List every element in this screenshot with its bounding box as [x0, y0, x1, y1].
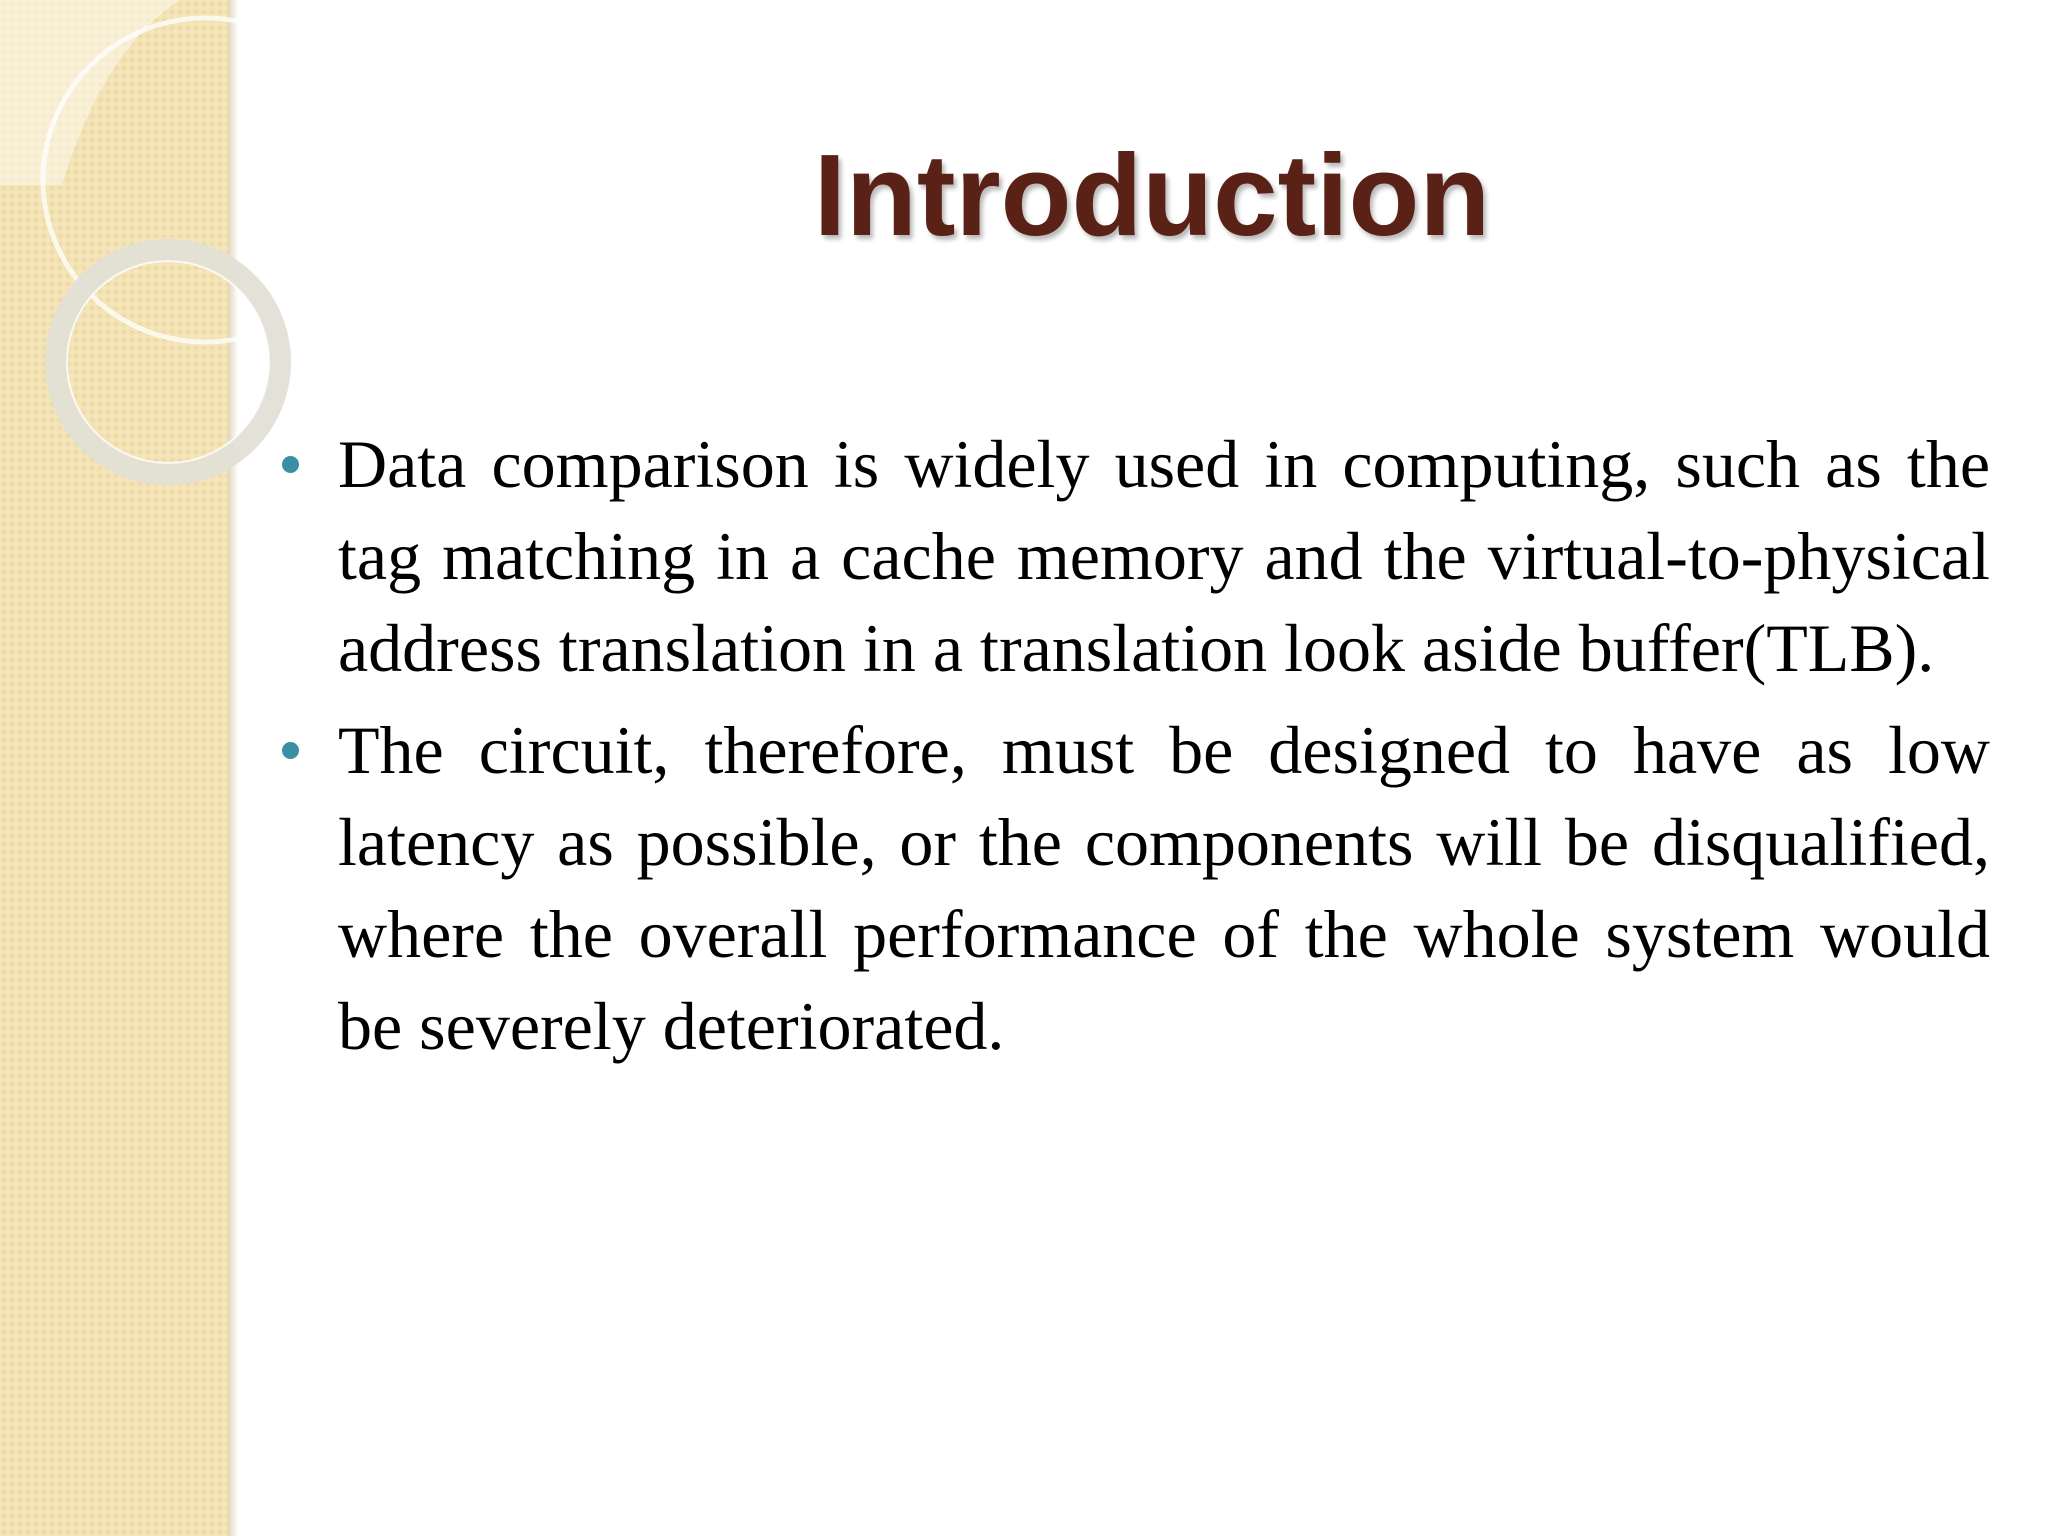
bullet-dot-icon: [282, 742, 299, 759]
decorative-panel: [0, 0, 180, 185]
bullet-text: The circuit, therefore, must be designed…: [338, 712, 1990, 1064]
bullet-dot-icon: [282, 456, 299, 473]
decorative-rings: [0, 0, 300, 485]
bullet-list: Data comparison is widely used in comput…: [282, 418, 1990, 1082]
bullet-text: Data comparison is widely used in comput…: [338, 426, 1990, 686]
bullet-item: Data comparison is widely used in comput…: [282, 418, 1990, 694]
decorative-small-ring: [45, 239, 291, 485]
side-band-shadow: [228, 0, 238, 1536]
bullet-item: The circuit, therefore, must be designed…: [282, 704, 1990, 1072]
decorative-small-ring-highlight: [66, 260, 270, 464]
decorative-large-ring: [40, 15, 300, 345]
slide-title: Introduction: [813, 130, 1491, 260]
